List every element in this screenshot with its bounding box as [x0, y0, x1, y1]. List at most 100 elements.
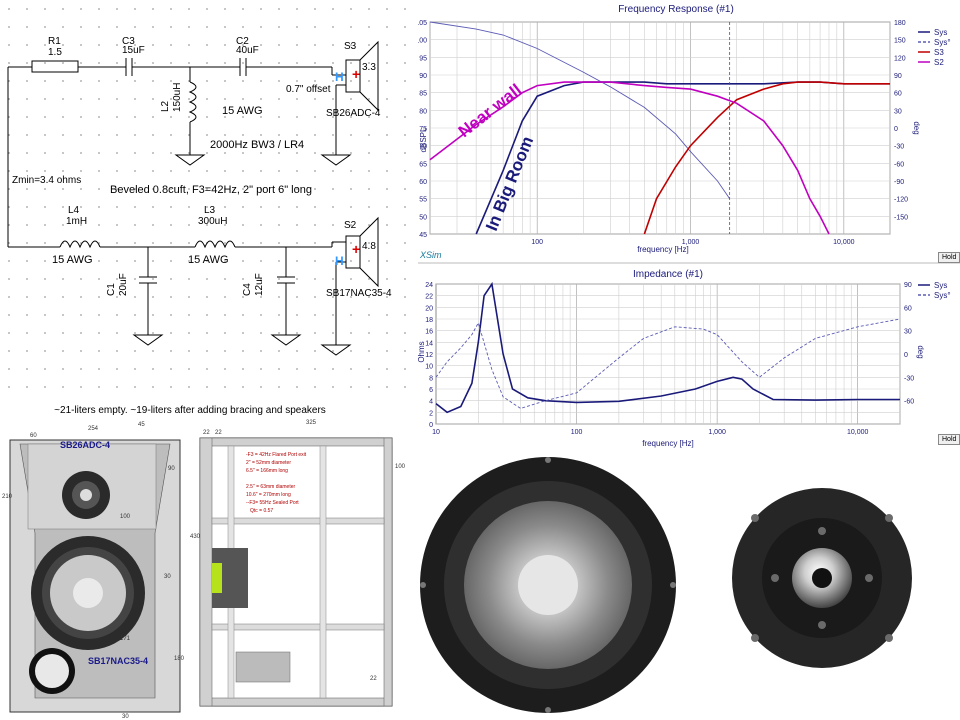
x-tick-label: 100 — [531, 239, 543, 246]
fr-brand: XSim — [419, 250, 442, 260]
y-tick-label: 4 — [429, 399, 433, 406]
y2-tick-label: 0 — [894, 126, 898, 133]
y2-tick-label: -30 — [904, 375, 914, 382]
y2-tick-label: -90 — [894, 179, 904, 186]
dim-171: 171 — [120, 636, 131, 642]
y-tick-label: 60 — [419, 179, 427, 186]
x-tick-label: 10,000 — [833, 239, 855, 246]
dim-60: 60 — [30, 433, 37, 439]
y2-tick-label: 120 — [894, 55, 906, 62]
c3-value: 15uF — [122, 45, 145, 56]
cabinet-caption: ~21-liters empty. ~19-liters after addin… — [54, 405, 326, 416]
y2-tick-label: 180 — [894, 20, 906, 27]
offset-note: 0.7" offset — [286, 84, 331, 95]
y2-tick-label: -60 — [894, 161, 904, 168]
dim-22a: 22 — [203, 430, 210, 436]
imp-y-left-label: Ohms — [418, 341, 426, 362]
l3-name: L3 — [204, 205, 216, 216]
imp-hold-button[interactable]: Hold — [938, 434, 960, 445]
y-tick-label: 100 — [418, 38, 427, 45]
legend-label: S2 — [934, 58, 944, 67]
front-tweeter-label: SB26ADC-4 — [60, 440, 110, 450]
s3-h: H — [335, 70, 344, 84]
y-tick-label: 70 — [419, 144, 427, 151]
l4-value: 1mH — [66, 216, 87, 227]
y2-tick-label: 60 — [894, 91, 902, 98]
series-line-s3 — [643, 81, 890, 235]
dim-30b: 30 — [122, 714, 129, 720]
l4-awg: 15 AWG — [52, 254, 93, 266]
series-line-sys-phase — [429, 21, 731, 199]
dim-22b: 22 — [215, 430, 222, 436]
port-note-0: -F3 = 42Hz Flared Port exit — [246, 452, 307, 458]
port-note-4: 2.5" = 63mm diameter — [246, 484, 295, 490]
c2-value: 40uF — [236, 45, 259, 56]
legend-label: Sys° — [934, 291, 951, 300]
cabinet-drawings: ~21-liters empty. ~19-liters after addin… — [0, 398, 410, 720]
c3-name: C3 — [122, 36, 135, 47]
l3-awg: 15 AWG — [188, 254, 229, 266]
y-tick-label: 55 — [419, 197, 427, 204]
port-note-2: 6.5" = 166mm long — [246, 468, 288, 474]
port-note-5: 10.6" = 270mm long — [246, 492, 291, 498]
r1-resistor — [31, 60, 79, 73]
fr-y-right-label: deg — [912, 121, 921, 134]
y2-tick-label: 90 — [904, 282, 912, 289]
dim-180: 180 — [174, 656, 185, 662]
dim-325: 325 — [306, 420, 317, 426]
y-tick-label: 24 — [425, 282, 433, 289]
driver-photos — [410, 448, 960, 720]
fr-hold-button[interactable]: Hold — [938, 252, 960, 263]
y2-tick-label: 30 — [904, 329, 912, 336]
l2-name: L2 — [160, 100, 171, 112]
dim-90: 90 — [168, 466, 175, 472]
s2-value: 4.8 — [362, 241, 376, 252]
c4-name: C4 — [242, 283, 253, 296]
s2-h: H — [335, 254, 344, 268]
legend-label: Sys — [934, 281, 947, 290]
dim-210: 210 — [2, 494, 13, 500]
y-tick-label: 10 — [425, 364, 433, 371]
y-tick-label: 6 — [429, 387, 433, 394]
series-line-sys — [435, 281, 900, 414]
y-tick-label: 80 — [419, 108, 427, 115]
y-tick-label: 20 — [425, 305, 433, 312]
y2-tick-label: -60 — [904, 399, 914, 406]
legend-label: Sys° — [934, 38, 951, 47]
s3-name: S3 — [344, 41, 357, 52]
port-note-1: 2" = 52mm diameter — [246, 460, 291, 466]
s2-model: SB17NAC35-4 — [326, 288, 392, 299]
y-tick-label: 8 — [429, 375, 433, 382]
y-tick-label: 90 — [419, 73, 427, 80]
l2-value: 150uH — [172, 83, 183, 112]
legend-label: S3 — [934, 48, 944, 57]
c1-value: 20uF — [118, 273, 129, 296]
y2-tick-label: -150 — [894, 214, 908, 221]
dim-254: 254 — [88, 426, 99, 432]
port-note-7: Qtc = 0.57 — [250, 508, 273, 514]
zmin-note: Zmin=3.4 ohms — [12, 175, 81, 186]
imp-title: Impedance (#1) — [633, 269, 703, 280]
x-tick-label: 10,000 — [847, 429, 869, 436]
s3-value: 3.3 — [362, 62, 376, 73]
y-tick-label: 50 — [419, 214, 427, 221]
dim-45: 45 — [138, 422, 145, 428]
imp-y-right-label: deg — [916, 345, 925, 358]
y-tick-label: 2 — [429, 410, 433, 417]
front-view: SB26ADC-4 SB17NAC35-4 60 254 45 210 90 1… — [2, 422, 185, 720]
fr-y-left-label: dBSPL — [419, 127, 428, 152]
y-tick-label: 45 — [419, 232, 427, 239]
x-tick-label: 100 — [571, 429, 583, 436]
y-tick-label: 105 — [418, 20, 427, 27]
y2-tick-label: 30 — [894, 108, 902, 115]
y2-tick-label: 60 — [904, 305, 912, 312]
r1-name: R1 — [48, 36, 61, 47]
y-tick-label: 0 — [429, 422, 433, 429]
fr-x-label: frequency [Hz] — [637, 245, 689, 254]
y-tick-label: 85 — [419, 91, 427, 98]
y2-tick-label: 90 — [894, 73, 902, 80]
y-tick-label: 65 — [419, 161, 427, 168]
y-tick-label: 18 — [425, 317, 433, 324]
legend-label: Sys — [934, 28, 947, 37]
l3-value: 300uH — [198, 216, 227, 227]
